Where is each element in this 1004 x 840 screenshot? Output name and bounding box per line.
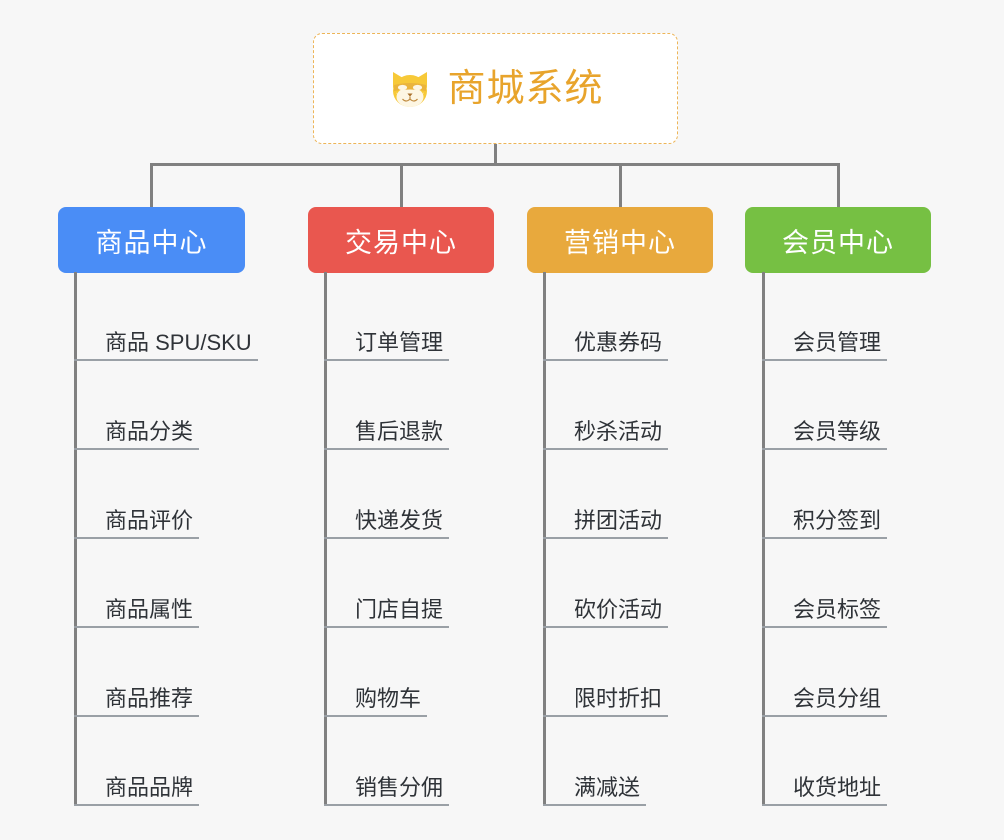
leaf-item[interactable]: 销售分佣 bbox=[324, 717, 449, 806]
category-label: 交易中心 bbox=[345, 227, 457, 258]
leaf-item[interactable]: 售后退款 bbox=[324, 361, 449, 450]
leaf-underline bbox=[543, 626, 668, 628]
connector-root-stem bbox=[494, 144, 497, 166]
category-box-product-center[interactable]: 商品中心 bbox=[58, 207, 245, 273]
leaf-item-label: 售后退款 bbox=[355, 418, 444, 444]
leaf-item-label: 会员分组 bbox=[793, 685, 882, 711]
connector-drop-marketing-center bbox=[619, 163, 622, 208]
leaf-item-label: 商品属性 bbox=[105, 596, 194, 622]
leaf-item-label: 商品分类 bbox=[105, 418, 194, 444]
leaf-column-trade-center: 订单管理 售后退款 快递发货 门店自提 购物车 销售分佣 bbox=[324, 272, 449, 806]
shiba-dog-face-icon bbox=[387, 66, 433, 112]
leaf-underline bbox=[543, 715, 668, 717]
leaf-underline bbox=[762, 626, 887, 628]
leaf-underline bbox=[543, 448, 668, 450]
leaf-item-label: 限时折扣 bbox=[574, 685, 663, 711]
leaf-item-label: 会员管理 bbox=[793, 329, 882, 355]
leaf-underline bbox=[324, 626, 449, 628]
leaf-item-label: 会员等级 bbox=[793, 418, 882, 444]
leaf-item[interactable]: 商品 SPU/SKU bbox=[74, 272, 258, 361]
leaf-item[interactable]: 商品评价 bbox=[74, 450, 252, 539]
leaf-underline bbox=[324, 359, 449, 361]
leaf-item-label: 满减送 bbox=[574, 774, 641, 800]
leaf-spine bbox=[762, 272, 765, 806]
leaf-spine bbox=[543, 272, 546, 806]
leaf-item[interactable]: 收货地址 bbox=[762, 717, 887, 806]
leaf-column-product-center: 商品 SPU/SKU 商品分类 商品评价 商品属性 商品推荐 商品品牌 bbox=[74, 272, 258, 806]
leaf-item-label: 商品品牌 bbox=[105, 774, 194, 800]
leaf-item-label: 门店自提 bbox=[355, 596, 444, 622]
leaf-underline bbox=[762, 359, 887, 361]
leaf-column-member-center: 会员管理 会员等级 积分签到 会员标签 会员分组 收货地址 bbox=[762, 272, 887, 806]
leaf-item[interactable]: 积分签到 bbox=[762, 450, 887, 539]
leaf-item[interactable]: 订单管理 bbox=[324, 272, 449, 361]
leaf-underline bbox=[74, 448, 199, 450]
leaf-item-label: 快递发货 bbox=[355, 507, 444, 533]
leaf-underline bbox=[74, 626, 199, 628]
category-label: 营销中心 bbox=[564, 227, 676, 258]
category-box-member-center[interactable]: 会员中心 bbox=[745, 207, 931, 273]
leaf-item[interactable]: 限时折扣 bbox=[543, 628, 668, 717]
connector-drop-product-center bbox=[150, 163, 153, 208]
leaf-item-label: 会员标签 bbox=[793, 596, 882, 622]
leaf-underline bbox=[762, 715, 887, 717]
leaf-underline bbox=[74, 804, 199, 806]
leaf-item[interactable]: 商品品牌 bbox=[74, 717, 252, 806]
leaf-underline bbox=[324, 448, 449, 450]
leaf-item[interactable]: 会员等级 bbox=[762, 361, 887, 450]
leaf-item[interactable]: 优惠券码 bbox=[543, 272, 668, 361]
leaf-item[interactable]: 会员分组 bbox=[762, 628, 887, 717]
leaf-underline bbox=[762, 537, 887, 539]
leaf-item-label: 优惠券码 bbox=[574, 329, 663, 355]
leaf-item[interactable]: 购物车 bbox=[324, 628, 443, 717]
leaf-item-label: 秒杀活动 bbox=[574, 418, 663, 444]
leaf-item[interactable]: 会员管理 bbox=[762, 272, 887, 361]
leaf-item-label: 销售分佣 bbox=[355, 774, 444, 800]
category-box-trade-center[interactable]: 交易中心 bbox=[308, 207, 494, 273]
connector-drop-member-center bbox=[837, 163, 840, 208]
connector-drop-trade-center bbox=[400, 163, 403, 208]
category-label: 会员中心 bbox=[782, 227, 894, 258]
category-label: 商品中心 bbox=[95, 227, 208, 258]
leaf-column-marketing-center: 优惠券码 秒杀活动 拼团活动 砍价活动 限时折扣 满减送 bbox=[543, 272, 668, 806]
leaf-item[interactable]: 拼团活动 bbox=[543, 450, 668, 539]
leaf-item-label: 收货地址 bbox=[793, 774, 882, 800]
leaf-item[interactable]: 门店自提 bbox=[324, 539, 449, 628]
leaf-item-label: 购物车 bbox=[355, 685, 422, 711]
leaf-item-label: 砍价活动 bbox=[574, 596, 663, 622]
leaf-item-label: 积分签到 bbox=[793, 507, 882, 533]
leaf-item[interactable]: 商品推荐 bbox=[74, 628, 252, 717]
leaf-underline bbox=[74, 715, 199, 717]
category-box-marketing-center[interactable]: 营销中心 bbox=[527, 207, 713, 273]
leaf-underline bbox=[762, 448, 887, 450]
leaf-item[interactable]: 商品分类 bbox=[74, 361, 252, 450]
connector-horizontal-bus bbox=[150, 163, 840, 166]
leaf-item[interactable]: 商品属性 bbox=[74, 539, 252, 628]
leaf-item[interactable]: 会员标签 bbox=[762, 539, 887, 628]
leaf-underline bbox=[543, 537, 668, 539]
leaf-item-label: 商品 SPU/SKU bbox=[105, 329, 252, 355]
leaf-underline bbox=[324, 537, 449, 539]
leaf-spine bbox=[74, 272, 77, 806]
leaf-spine bbox=[324, 272, 327, 806]
leaf-underline bbox=[324, 715, 427, 717]
leaf-item[interactable]: 砍价活动 bbox=[543, 539, 668, 628]
leaf-underline bbox=[324, 804, 449, 806]
leaf-underline bbox=[74, 537, 199, 539]
root-node-label: 商城系统 bbox=[447, 67, 604, 110]
leaf-item-label: 订单管理 bbox=[355, 329, 444, 355]
leaf-underline bbox=[74, 359, 258, 361]
leaf-item-label: 商品推荐 bbox=[105, 685, 194, 711]
leaf-item-label: 拼团活动 bbox=[574, 507, 663, 533]
leaf-underline bbox=[543, 359, 668, 361]
leaf-item[interactable]: 快递发货 bbox=[324, 450, 449, 539]
root-node-shop-system[interactable]: 商城系统 bbox=[313, 33, 678, 144]
leaf-item[interactable]: 秒杀活动 bbox=[543, 361, 668, 450]
leaf-item-label: 商品评价 bbox=[105, 507, 194, 533]
leaf-underline bbox=[762, 804, 887, 806]
leaf-underline bbox=[543, 804, 646, 806]
leaf-item[interactable]: 满减送 bbox=[543, 717, 662, 806]
